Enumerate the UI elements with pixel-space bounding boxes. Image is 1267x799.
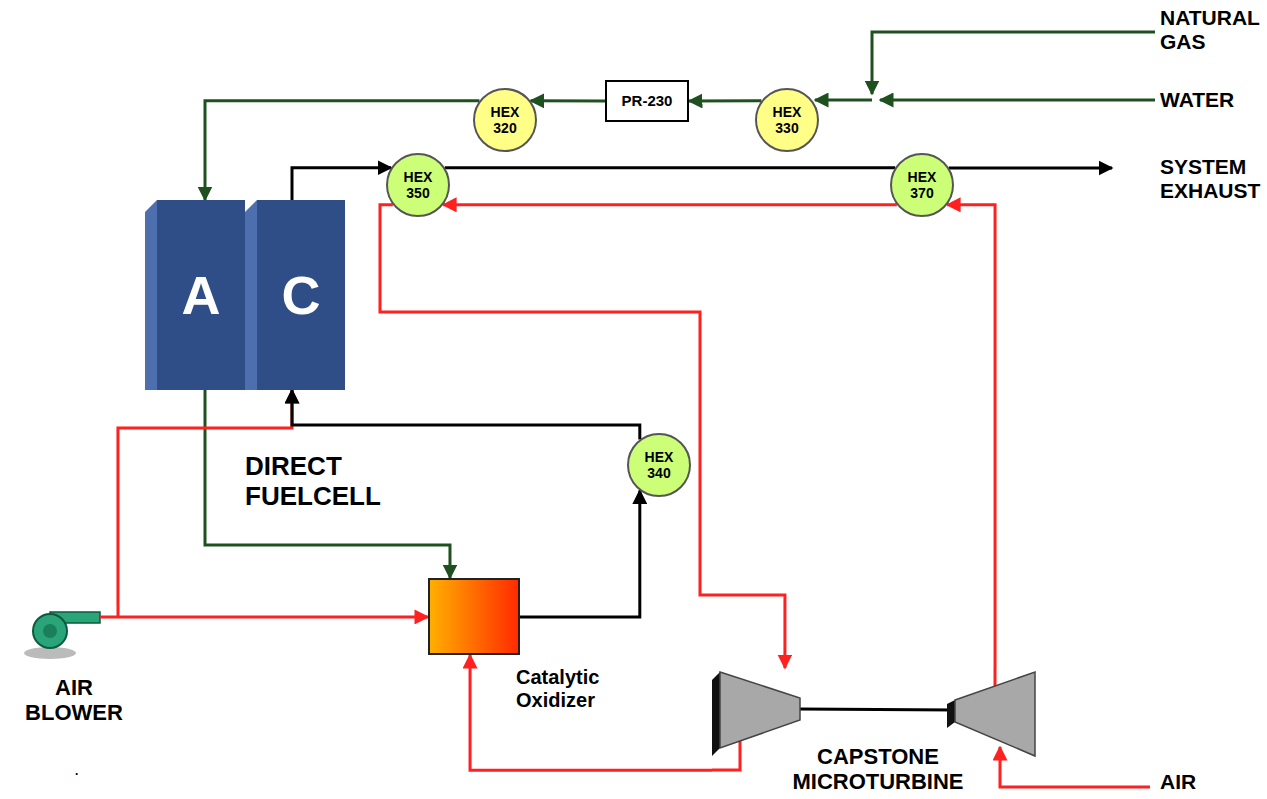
pressure-regulator: PR-230: [605, 80, 689, 122]
component-label: CAPSTONE MICROTURBINE: [778, 744, 978, 795]
stream-label: WATER: [1160, 88, 1264, 112]
component-tag: HEX 370: [896, 169, 948, 201]
compressor-wheel: [955, 672, 1035, 756]
air-blower: AIR BLOWER: [20, 605, 128, 745]
flow-line: [470, 655, 712, 770]
block-face: [257, 200, 345, 390]
stream-label: SYSTEM EXHAUST: [1160, 155, 1264, 203]
heat-exchanger: HEX 330: [755, 88, 819, 152]
water-feed-line: [880, 99, 1155, 102]
flow-line: [292, 168, 391, 200]
flow-line: [689, 99, 761, 102]
exchanger-circle: [628, 434, 690, 496]
oxidizer-box: [429, 579, 519, 654]
electrode-letter: A: [182, 264, 221, 326]
flow-line: [947, 205, 995, 668]
heat-exchanger: HEX 320: [473, 88, 537, 152]
block-side: [245, 200, 257, 390]
air-intake-line: [1000, 747, 1150, 787]
regulator-box: [606, 81, 688, 121]
air-pipe: [117, 605, 120, 617]
component-tag: PR-230: [622, 92, 673, 109]
flow-line: [380, 205, 785, 668]
heat-exchanger: HEX 350: [386, 153, 450, 217]
microturbine: CAPSTONE MICROTURBINE: [712, 668, 1045, 799]
system-label: DIRECT FUELCELL: [245, 452, 405, 512]
exchanger-circle: [756, 89, 818, 151]
shaft: [800, 709, 955, 710]
flow-line: [443, 203, 897, 206]
blower-hub: [43, 624, 57, 638]
compressor-side: [947, 700, 955, 728]
component-tag: HEX 330: [761, 104, 813, 136]
stream-label: NATURAL GAS: [1160, 6, 1264, 54]
flow-line: [445, 166, 895, 169]
flow-line: [205, 390, 450, 578]
fuel-feed-line: [815, 99, 872, 102]
component-label: AIR BLOWER: [20, 675, 128, 726]
anode-block: A: [145, 200, 245, 390]
flow-line: [520, 491, 640, 617]
component-tag: HEX 350: [392, 169, 444, 201]
block-side: [145, 200, 157, 390]
stray-mark: .: [75, 765, 95, 779]
block-face: [157, 200, 245, 390]
turbine-side: [712, 672, 720, 756]
turbine-wheel: [720, 672, 800, 748]
flow-line: [292, 390, 640, 439]
component-tag: HEX 320: [479, 104, 531, 136]
exchanger-circle: [474, 89, 536, 151]
component-tag: HEX 340: [633, 449, 685, 481]
heat-exchanger: HEX 370: [890, 153, 954, 217]
flow-line: [128, 615, 428, 618]
catalytic-oxidizer: Catalytic Oxidizer: [428, 578, 520, 655]
exhaust-line: [949, 167, 1112, 170]
exchanger-circle: [387, 154, 449, 216]
outlet-pipe: [994, 668, 997, 686]
exchanger-circle: [891, 154, 953, 216]
blower-housing: [33, 614, 67, 648]
air-pipe: [100, 616, 128, 619]
component-label: Catalytic Oxidizer: [516, 666, 656, 712]
heat-exchanger: HEX 340: [627, 433, 691, 497]
stream-label: AIR: [1160, 770, 1264, 794]
cathode-block: C: [245, 200, 345, 390]
gas-feed-line: [872, 32, 1155, 94]
electrode-letter: C: [282, 264, 321, 326]
shape-outline: [428, 578, 520, 655]
flow-line: [531, 99, 605, 102]
